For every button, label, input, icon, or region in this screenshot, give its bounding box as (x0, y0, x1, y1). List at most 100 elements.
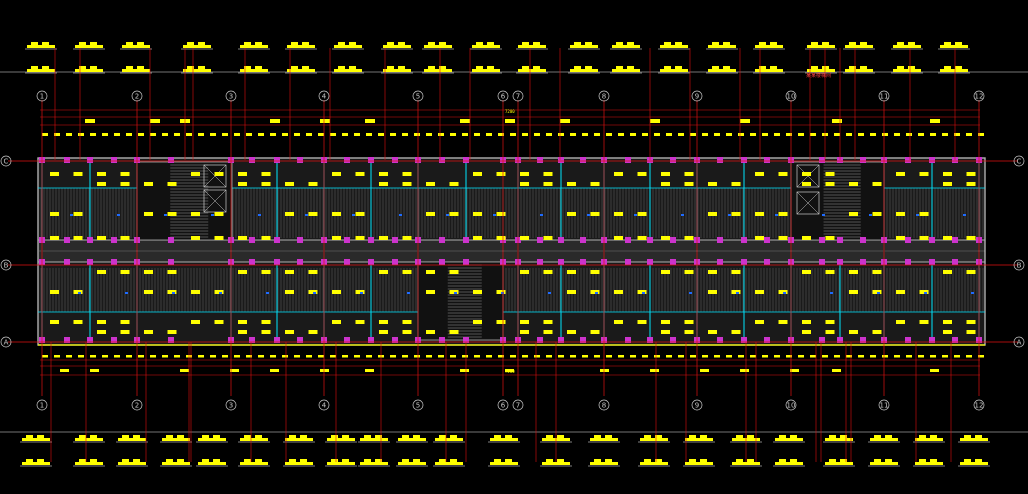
structural-column (580, 337, 586, 343)
dimension-tick (378, 133, 384, 136)
structural-column (87, 157, 93, 163)
corridor-texture (719, 250, 721, 252)
callout-tag-block (289, 459, 296, 463)
corridor-texture (431, 250, 433, 252)
corridor-texture (741, 250, 743, 252)
axis-bubble-label: 8 (602, 93, 606, 101)
dimension-tick (426, 355, 432, 358)
corridor-texture (295, 250, 297, 252)
corridor-texture (109, 250, 111, 252)
corridor-texture (513, 250, 515, 252)
callout-tag-block (723, 42, 730, 46)
corridor-texture (335, 250, 337, 252)
room-tag (191, 320, 200, 324)
callout-tag-bar (807, 69, 835, 72)
dimension-tick (738, 133, 744, 136)
dimension-tick (438, 355, 444, 358)
room-tag (849, 290, 858, 294)
corridor-texture (761, 250, 763, 252)
structural-column (929, 337, 935, 343)
callout-tag-block (387, 42, 394, 46)
corridor-texture (907, 250, 909, 252)
dimension-tick (858, 133, 864, 136)
corridor-texture (923, 250, 925, 252)
corridor-texture (935, 250, 937, 252)
corridor-texture (473, 250, 475, 252)
dimension-text-block (270, 369, 279, 372)
corridor-texture (521, 250, 523, 252)
dimension-tick (438, 133, 444, 136)
callout-tag-block (930, 435, 937, 439)
corridor-texture (355, 250, 357, 252)
corridor-texture (683, 250, 685, 252)
structural-column (344, 237, 350, 243)
callout-tag (658, 42, 690, 50)
callout-tag-bar (287, 69, 315, 72)
room-tag (802, 182, 811, 186)
callout-tag-block (398, 42, 405, 46)
callout-tag-bar (183, 69, 211, 72)
structural-column (537, 337, 543, 343)
corridor-texture (531, 250, 533, 252)
dimension-tick (474, 133, 480, 136)
dimension-tick (594, 133, 600, 136)
corridor-texture (877, 250, 879, 252)
callout-tag-block (712, 66, 719, 70)
corridor-texture (451, 250, 453, 252)
corridor-texture (671, 250, 673, 252)
callout-tag-block (476, 66, 483, 70)
corridor-texture (161, 250, 163, 252)
corridor-texture (755, 250, 757, 252)
callout-tag-block (255, 66, 262, 70)
callout-tag-bar (383, 45, 411, 48)
corridor-texture (501, 250, 503, 252)
callout-tag-block (289, 435, 296, 439)
corridor-texture (511, 250, 513, 252)
room-tag (332, 212, 341, 216)
fixture-symbol (446, 214, 449, 216)
corridor-texture (477, 250, 479, 252)
structural-column (905, 337, 911, 343)
corridor-texture (975, 250, 977, 252)
corridor-texture (747, 250, 749, 252)
corridor-texture (727, 250, 729, 252)
corridor-texture (271, 250, 273, 252)
axis-bubble (0, 155, 12, 167)
elevator-shaft (796, 191, 820, 215)
dimension-tick (210, 355, 216, 358)
corridor-texture (787, 250, 789, 252)
corridor-texture (839, 250, 841, 252)
corridor-texture (411, 250, 413, 252)
axis-bubble-label: C (1017, 158, 1022, 166)
room-tag (402, 172, 412, 176)
corridor-texture (419, 250, 421, 252)
room-tag (73, 236, 83, 240)
dimension-tick (306, 133, 312, 136)
room-tag (120, 182, 130, 186)
callout-tag-block (779, 459, 786, 463)
dimension-tick (222, 355, 228, 358)
dimension-tick (258, 133, 264, 136)
structural-column (344, 259, 350, 265)
dimension-text-block (150, 119, 160, 123)
room-tag (567, 330, 576, 334)
corridor-texture (171, 250, 173, 252)
room-tag (708, 182, 717, 186)
corridor-texture (399, 250, 401, 252)
structural-column (463, 337, 469, 343)
room-tag (943, 330, 952, 334)
corridor-texture (565, 250, 567, 252)
dimension-text-block (365, 119, 375, 123)
corridor-texture (523, 250, 525, 252)
callout-tag (753, 42, 785, 50)
corridor-texture (845, 250, 847, 252)
corridor-texture (657, 250, 659, 252)
callout-tag-block (955, 66, 962, 70)
axis-bubble (497, 399, 509, 411)
dimension-tick (714, 355, 720, 358)
structural-column (392, 337, 398, 343)
corridor-texture (967, 250, 969, 252)
callout-tag-bar (825, 438, 853, 441)
corridor-texture (373, 250, 375, 252)
corridor-texture (365, 250, 367, 252)
